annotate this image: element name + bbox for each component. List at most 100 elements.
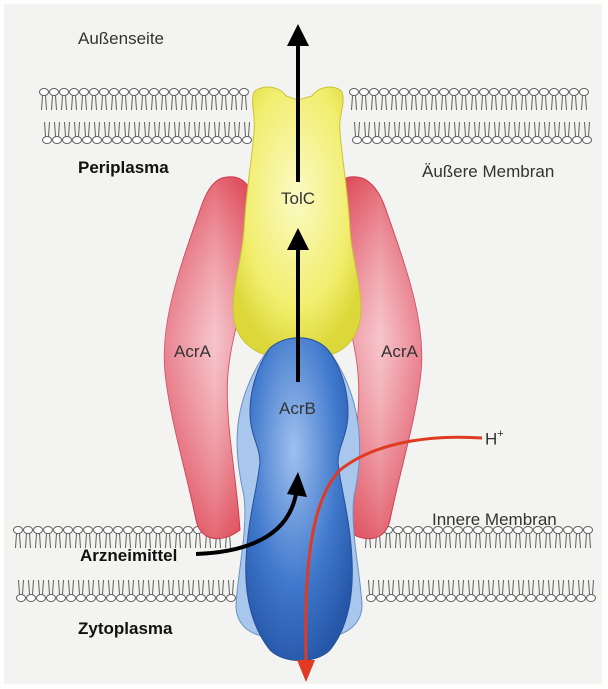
lipid-tail	[549, 580, 554, 595]
lipid-tail	[245, 122, 250, 137]
lipid-tail	[92, 96, 97, 111]
lipid-tail	[495, 122, 500, 137]
lipid-tail	[526, 534, 531, 549]
lipid-head	[403, 137, 412, 144]
lipid-head	[54, 527, 63, 534]
lipid-head	[203, 137, 212, 144]
lipid-tail	[139, 580, 144, 595]
lipid-tail	[159, 580, 164, 595]
lipid-tail	[382, 96, 387, 111]
lipid-head	[410, 89, 419, 96]
lipid-tail	[499, 580, 504, 595]
efflux-arrow-upper-head	[287, 24, 309, 46]
lipid-tail	[26, 534, 31, 549]
lipid-head	[40, 89, 49, 96]
lipid-head	[60, 89, 69, 96]
lipid-tail	[512, 96, 517, 111]
lipid-tail	[506, 534, 511, 549]
lipid-head	[420, 89, 429, 96]
lipid-head	[127, 595, 136, 602]
lipid-head	[83, 137, 92, 144]
lipid-tail	[572, 96, 577, 111]
lipid-tail	[179, 580, 184, 595]
lipid-head	[123, 137, 132, 144]
lipid-tail	[575, 122, 580, 137]
lipid-tail	[132, 96, 137, 111]
lipid-tail	[392, 96, 397, 111]
lipid-tail	[516, 534, 521, 549]
lipid-head	[27, 595, 36, 602]
lipid-tail	[579, 580, 584, 595]
lipid-head	[584, 527, 593, 534]
lipid-head	[387, 595, 396, 602]
lipid-head	[104, 527, 113, 534]
lipid-tail	[52, 96, 57, 111]
lipid-head	[74, 527, 83, 534]
proton-charge: +	[497, 428, 503, 440]
lipid-head	[497, 595, 506, 602]
lipid-head	[230, 89, 239, 96]
lipid-head	[483, 137, 492, 144]
lipid-tail	[485, 122, 490, 137]
lipid-head	[94, 527, 103, 534]
lipid-head	[110, 89, 119, 96]
lipid-head	[153, 137, 162, 144]
lipid-head	[184, 527, 193, 534]
lipid-head	[130, 89, 139, 96]
lipid-head	[50, 89, 59, 96]
lipid-tail	[545, 122, 550, 137]
lipid-head	[147, 595, 156, 602]
lipid-head	[587, 595, 596, 602]
lipid-head	[477, 595, 486, 602]
lipid-tail	[196, 534, 201, 549]
lipid-head	[93, 137, 102, 144]
lipid-head	[437, 595, 446, 602]
lipid-tail	[409, 580, 414, 595]
lipid-tail	[475, 122, 480, 137]
lipid-tail	[235, 122, 240, 137]
lipid-head	[430, 89, 439, 96]
lipid-tail	[115, 122, 120, 137]
inner-membrane-label: Innere Membran	[432, 511, 557, 528]
lipid-tail	[585, 122, 590, 137]
lipid-head	[467, 595, 476, 602]
lipid-head	[557, 595, 566, 602]
lipid-head	[537, 595, 546, 602]
lipid-tail	[429, 580, 434, 595]
lipid-tail	[172, 96, 177, 111]
lipid-tail	[59, 580, 64, 595]
lipid-tail	[69, 580, 74, 595]
lipid-head	[137, 595, 146, 602]
lipid-head	[44, 527, 53, 534]
lipid-head	[517, 595, 526, 602]
lipid-head	[144, 527, 153, 534]
lipid-head	[583, 137, 592, 144]
lipid-tail	[199, 580, 204, 595]
lipid-head	[393, 137, 402, 144]
lipid-tail	[29, 580, 34, 595]
lipid-head	[227, 595, 236, 602]
lipid-head	[133, 137, 142, 144]
lipid-tail	[482, 96, 487, 111]
lipid-head	[580, 89, 589, 96]
lipid-head	[480, 89, 489, 96]
lipid-tail	[402, 96, 407, 111]
lipid-head	[14, 527, 23, 534]
lipid-head	[457, 595, 466, 602]
lipid-head	[80, 89, 89, 96]
lipid-tail	[446, 534, 451, 549]
lipid-head	[563, 137, 572, 144]
lipid-tail	[209, 580, 214, 595]
lipid-head	[73, 137, 82, 144]
lipid-tail	[552, 96, 557, 111]
lipid-head	[540, 89, 549, 96]
lipid-head	[503, 137, 512, 144]
lipid-tail	[589, 580, 594, 595]
cytoplasm-label: Zytoplasma	[78, 620, 172, 637]
lipid-tail	[395, 122, 400, 137]
lipid-head	[97, 595, 106, 602]
lipid-head	[507, 595, 516, 602]
lipid-head	[404, 527, 413, 534]
lipid-head	[520, 89, 529, 96]
lipid-tail	[396, 534, 401, 549]
